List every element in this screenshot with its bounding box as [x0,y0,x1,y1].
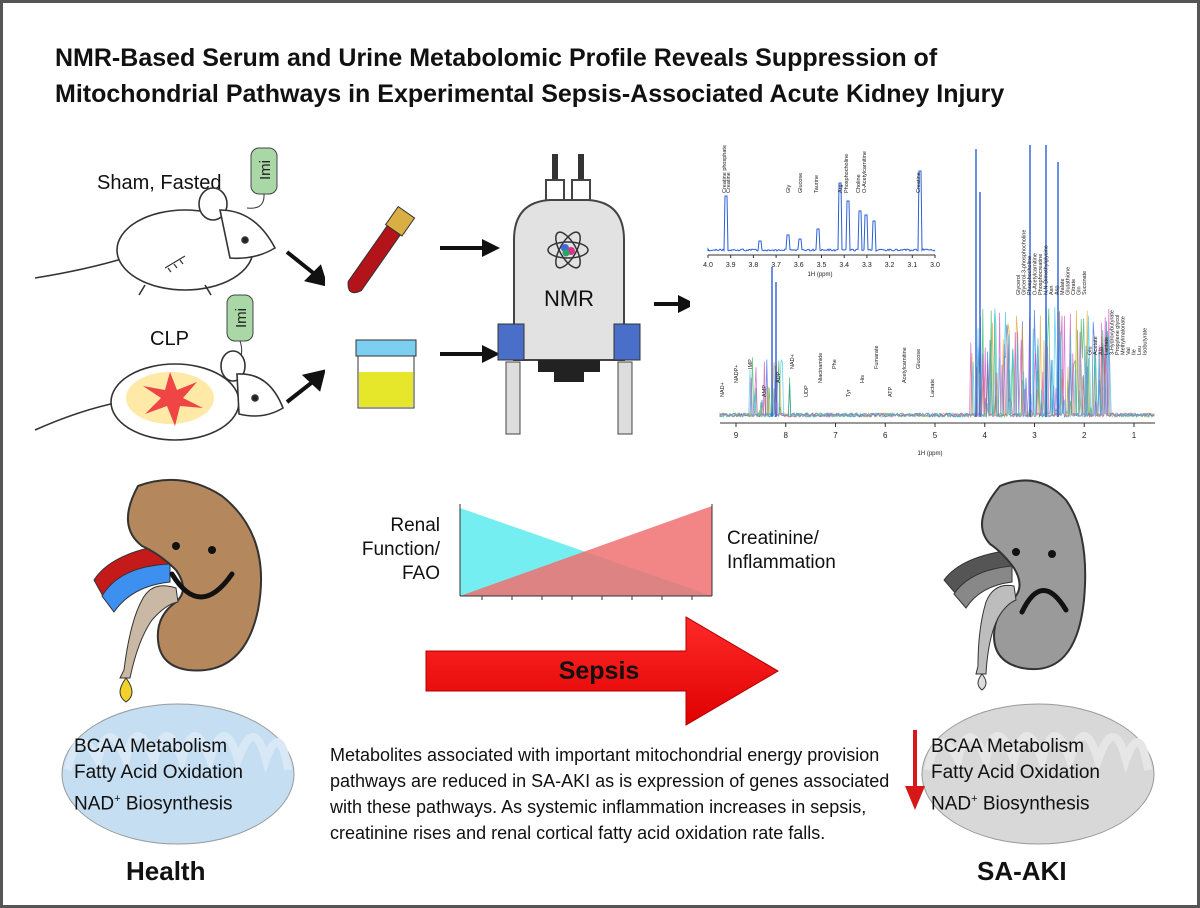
nmr-port-right [614,324,640,360]
urine-tick-label: 5 [933,431,938,440]
summary-text: Metabolites associated with important mi… [330,742,890,846]
urine-peak-label: Isobutyrate [1143,328,1149,355]
serum-tick-label: 3.3 [862,262,872,269]
figure-title: NMR-Based Serum and Urine Metabolomic Pr… [55,40,1175,112]
title-line-1: NMR-Based Serum and Urine Metabolomic Pr… [55,40,1175,76]
urine-peak-label: NAD+ [790,354,796,369]
graph-right-label: Creatinine/ Inflammation [727,527,836,575]
serum-axis-title: 1H (ppm) [807,272,832,278]
urine-tick-label: 6 [883,431,888,440]
serum-tick-label: 4.0 [703,262,713,269]
saaki-pathways: BCAA Metabolism Fatty Acid Oxidation NAD… [931,734,1100,817]
serum-tick-label: 3.0 [930,262,940,269]
serum-tick-label: 3.6 [794,262,804,269]
urine-axis-title: 1H (ppm) [917,451,942,457]
sick-kidney [940,470,1090,700]
mice-illustration: Imi Imi [25,140,325,450]
serum-tick-label: 3.7 [771,262,781,269]
urine-peak-label: IMP [748,359,754,369]
urine-tick-label: 8 [784,431,789,440]
urine-peak-label: NADP+ [734,365,740,384]
serum-tick-label: 3.9 [726,262,736,269]
urine-tick-label: 7 [833,431,838,440]
healthy-kidney [82,470,272,705]
urine-peak-label: ADP [776,371,782,383]
health-pathways: BCAA Metabolism Fatty Acid Oxidation NAD… [74,734,243,817]
clp-drip-label: Imi [233,308,250,328]
serum-peak-label: Gly [786,185,792,194]
sepsis-arrow: Sepsis [424,615,784,727]
clp-mouse [35,351,283,440]
urine-tick-label: 1 [1132,431,1137,440]
serum-peak-label: Phosphocholine [844,154,850,193]
serum-peak-label: Creatine [726,172,732,193]
down-arrow-icon [902,728,928,814]
serum-tick-label: 3.2 [885,262,895,269]
urine-peak-label: Phe [832,359,838,369]
urine-tick-label: 9 [734,431,739,440]
health-pathway-bcaa: BCAA Metabolism [74,734,243,760]
health-pathway-fao: Fatty Acid Oxidation [74,760,243,786]
sham-mouse [35,188,275,295]
saaki-pathway-nad: NAD+ Biosynthesis [931,786,1100,817]
serum-tick-label: 3.4 [839,262,849,269]
sepsis-label: Sepsis [559,657,640,685]
serum-tick-label: 3.8 [749,262,759,269]
urine-tick-label: 3 [1032,431,1037,440]
nmr-label: NMR [544,286,594,311]
nmr-spectra: 4.0 3.9 3.8 3.7 3.6 3.5 3.4 3.3 3.2 3.1 3.0 1H (ppm… [690,145,1160,465]
urine-tick-label: 4 [983,431,988,440]
urine-peak-label: Lactate [930,379,936,397]
health-caption: Health [126,856,205,887]
urine-peak-label: UDP [804,385,810,397]
title-line-2: Mitochondrial Pathways in Experimental S… [55,76,1175,112]
serum-peak-label: Glucose [798,173,804,193]
urine-peak-label: Succinate [1082,271,1088,295]
nmr-machine: NMR [490,150,650,442]
trend-graph [452,500,722,605]
serum-peak-label: Creatine [916,172,922,193]
sham-drip-label: Imi [257,160,274,180]
urine-peak-label: His [860,375,866,383]
urine-peak-label: Acetylcarnitine [902,347,908,383]
urine-peak-label: ATP [888,386,894,397]
health-pathway-nad: NAD+ Biosynthesis [74,786,243,817]
graph-left-label: Renal Function/ FAO [350,514,440,586]
mouse-to-sample-arrows [287,252,325,402]
urine-peak-label: Fumarate [874,345,880,369]
urine-peak-label: Niacinamide [818,353,824,383]
nmr-port-left [498,324,524,360]
serum-tick-label: 3.1 [907,262,917,269]
serum-tick-label: 3.5 [817,262,827,269]
saaki-pathway-bcaa: BCAA Metabolism [931,734,1100,760]
serum-peak-label: O-Acetylcarnitine [862,151,868,193]
urine-peak-label: AMP [762,385,768,397]
blood-tube [343,207,415,298]
urine-tick-label: 2 [1082,431,1087,440]
saaki-pathway-fao: Fatty Acid Oxidation [931,760,1100,786]
urine-peak-label: Tyr [846,389,852,397]
saaki-caption: SA-AKI [977,856,1067,887]
urine-peak-label: Glucose [916,349,922,369]
samples-illustration [330,200,430,420]
serum-peak-label: Taurine [814,175,820,193]
urine-cup [356,340,416,408]
urine-peak-label: NAD+ [720,382,726,397]
